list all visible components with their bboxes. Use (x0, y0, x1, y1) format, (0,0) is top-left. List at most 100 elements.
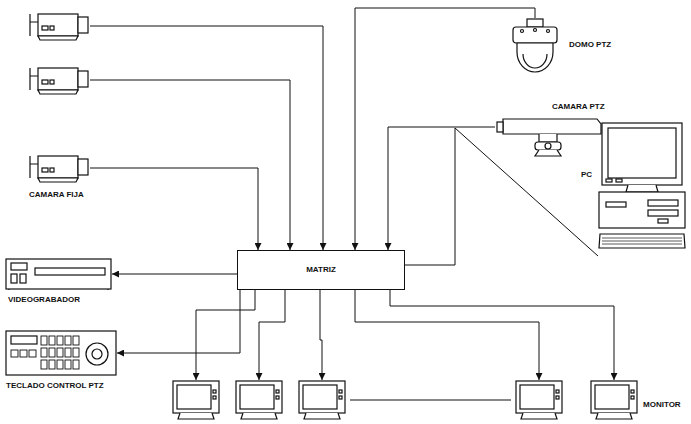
signal-cable (112, 274, 237, 275)
key (20, 350, 27, 357)
device-part (6, 331, 116, 375)
device-part (42, 168, 48, 172)
device-part (178, 413, 214, 419)
device-part (42, 80, 48, 84)
device-label: TECLADO CONTROL PTZ (5, 381, 105, 391)
device-part (606, 202, 626, 207)
device-part (608, 128, 676, 178)
device-part (626, 185, 658, 192)
key (41, 360, 47, 369)
device-part (539, 134, 557, 142)
key (65, 360, 71, 369)
device-part (595, 385, 629, 409)
device-illustration (495, 116, 605, 158)
device-part (497, 119, 601, 156)
device-illustration (5, 258, 112, 290)
device-part (241, 413, 277, 419)
key (57, 360, 63, 369)
device-part (513, 19, 557, 72)
key (65, 348, 71, 357)
device-illustration (298, 380, 346, 420)
device-part (527, 19, 543, 27)
device-part (299, 381, 345, 413)
device-part (50, 26, 54, 30)
device-part (521, 30, 524, 33)
device-illustration (28, 8, 90, 44)
device-part (521, 413, 557, 419)
key (73, 348, 79, 357)
device-label: CAMARA PTZ (551, 102, 606, 112)
device-part (616, 179, 622, 182)
signal-cable (320, 290, 322, 380)
fixed-camera: CAMARA FIJA (28, 150, 90, 186)
monitor: MONITOR (590, 380, 638, 420)
device-illustration (508, 18, 562, 76)
ptz-dome: DOMO PTZ (508, 18, 562, 76)
device-illustration (235, 380, 283, 420)
pc-workstation: PC (598, 122, 686, 272)
device-part (6, 331, 116, 375)
key (57, 348, 63, 357)
device-part (648, 210, 678, 216)
continuation-line (350, 400, 511, 401)
ptz-keyboard: TECLADO CONTROL PTZ (5, 330, 117, 376)
device-part (599, 192, 685, 228)
device-part (6, 259, 111, 289)
device-part (30, 14, 88, 40)
device-part (339, 390, 342, 393)
device-part (20, 274, 26, 283)
device-part (602, 123, 682, 185)
device-part (516, 381, 562, 419)
device-part (658, 219, 668, 223)
key (29, 350, 36, 357)
device-part (520, 385, 554, 409)
device-part (38, 14, 78, 36)
device-illustration (598, 122, 686, 272)
device-part (38, 178, 78, 182)
device-part (30, 68, 38, 90)
device-part (503, 119, 601, 134)
device-label: MONITOR (642, 400, 682, 410)
key (41, 348, 47, 357)
device-part (42, 26, 48, 30)
device-part (35, 268, 105, 275)
device-part (599, 234, 685, 248)
key (11, 350, 18, 357)
device-illustration (590, 380, 638, 420)
device-illustration (172, 380, 220, 420)
key (57, 336, 63, 345)
device-part (30, 14, 38, 36)
signal-cable (405, 128, 598, 265)
device-part (556, 396, 559, 399)
key (49, 360, 55, 369)
device-part (591, 381, 637, 413)
device-illustration (515, 380, 563, 420)
device-part (173, 381, 219, 419)
device-part (11, 336, 37, 344)
device-part (299, 381, 345, 419)
device-part (38, 36, 78, 40)
key (73, 336, 79, 345)
device-part (602, 238, 682, 244)
device-part (30, 156, 88, 182)
device-part (599, 123, 685, 248)
device-part (339, 396, 342, 399)
matrix-switcher: MATRIZ (237, 250, 405, 290)
monitor (298, 380, 346, 420)
device-part (513, 27, 557, 43)
device-part (591, 381, 637, 419)
device-part (38, 68, 78, 90)
signal-cable (90, 168, 258, 250)
fixed-camera (28, 62, 90, 98)
device-part (78, 17, 88, 33)
signal-cable (117, 290, 240, 353)
device-part (631, 390, 634, 393)
device-part (86, 343, 108, 365)
device-part (240, 385, 274, 409)
key (49, 348, 55, 357)
device-part (303, 385, 337, 409)
device-illustration (28, 62, 90, 98)
device-part (30, 156, 38, 178)
device-part (535, 142, 561, 150)
device-part (38, 90, 78, 94)
